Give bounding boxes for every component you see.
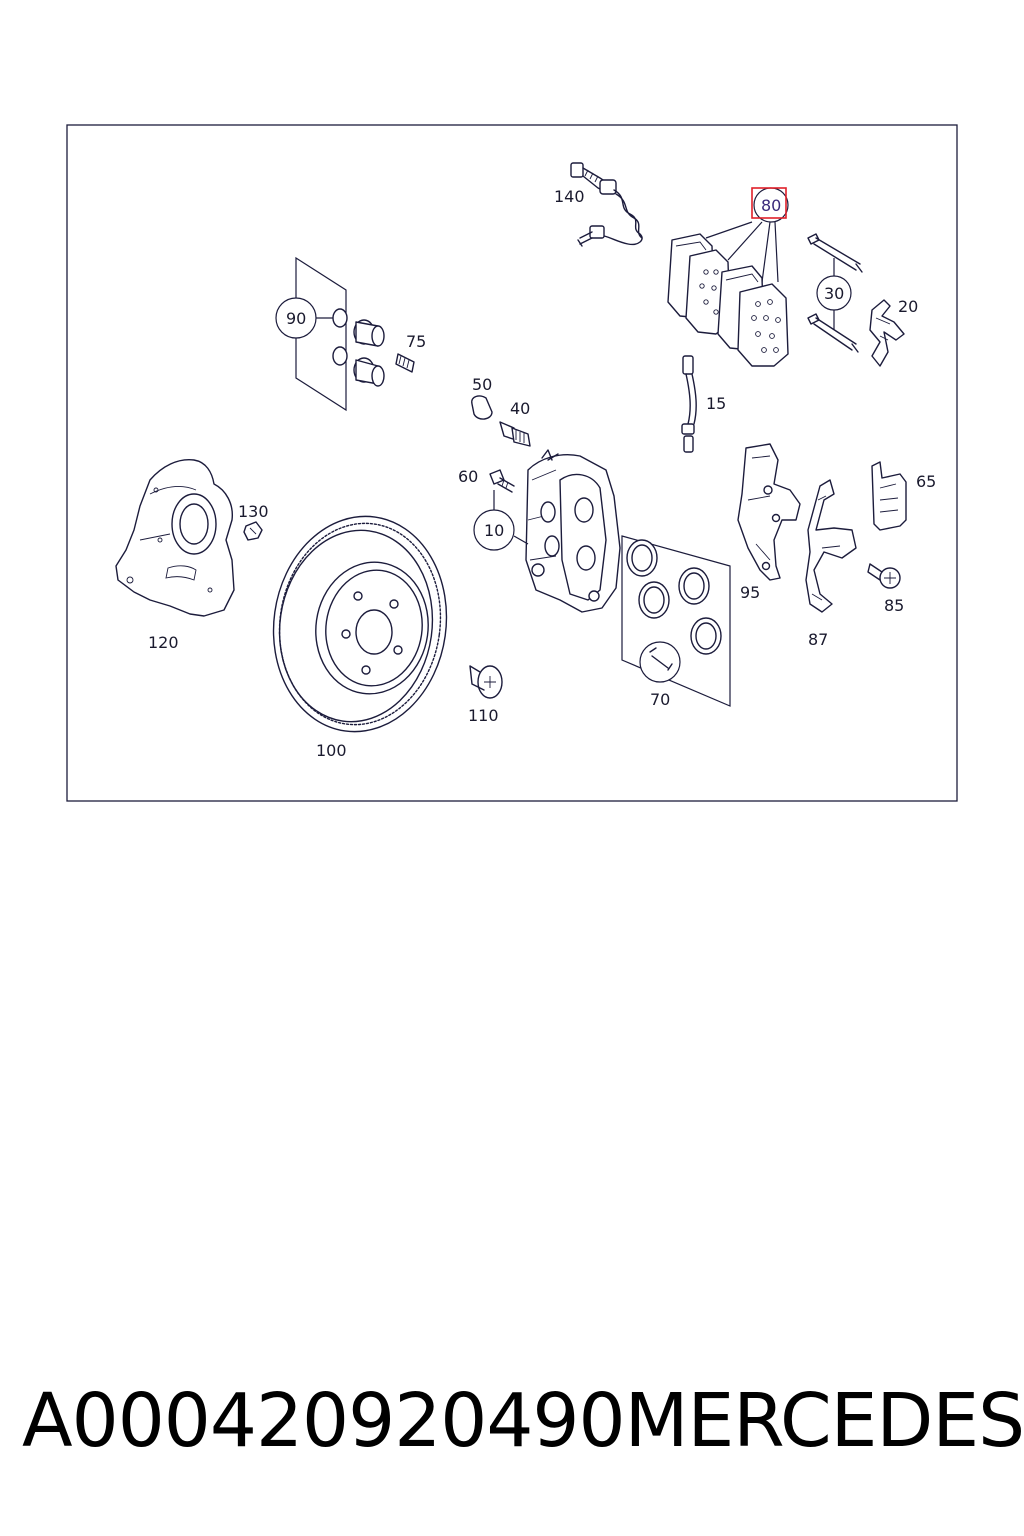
part-65-pad-plate[interactable] bbox=[871, 461, 907, 531]
callout-130: 130 bbox=[238, 502, 269, 521]
part-80-brake-pads[interactable] bbox=[667, 233, 789, 367]
callout-75: 75 bbox=[406, 332, 426, 351]
part-110-bolt[interactable] bbox=[469, 665, 503, 699]
highlight-box bbox=[751, 187, 787, 219]
part-100-brake-disc[interactable] bbox=[260, 505, 460, 743]
callout-10-circle bbox=[473, 509, 515, 551]
part-30-guide-pins[interactable] bbox=[807, 233, 863, 353]
leader-10 bbox=[513, 535, 529, 545]
callout-87: 87 bbox=[808, 630, 828, 649]
part-40-bleeder-valve[interactable] bbox=[499, 421, 531, 447]
callout-40: 40 bbox=[510, 399, 530, 418]
callout-30: 30 bbox=[824, 284, 844, 303]
callout-80-marker[interactable] bbox=[751, 187, 789, 223]
part-75-bleed-screw[interactable] bbox=[395, 353, 415, 373]
callout-60: 60 bbox=[458, 467, 478, 486]
callout-50: 50 bbox=[472, 375, 492, 394]
callout-90: 90 bbox=[286, 309, 306, 328]
callout-10: 10 bbox=[484, 521, 504, 540]
callout-65: 65 bbox=[916, 472, 936, 491]
callout-30-circle bbox=[816, 275, 852, 311]
callout-100: 100 bbox=[316, 741, 347, 760]
part-120-splash-shield[interactable] bbox=[115, 459, 235, 617]
part-90-repair-kit[interactable] bbox=[295, 256, 385, 412]
part-number: A000420920490 bbox=[22, 1378, 626, 1464]
diagram-frame bbox=[66, 124, 958, 802]
part-20-spring-clip[interactable] bbox=[869, 299, 905, 367]
part-140-wear-sensor[interactable] bbox=[570, 162, 643, 247]
part-87-spring[interactable] bbox=[805, 479, 857, 613]
callout-80: 80 bbox=[761, 196, 781, 215]
callout-140: 140 bbox=[554, 187, 585, 206]
callout-110: 110 bbox=[468, 706, 499, 725]
part-10-brake-caliper[interactable] bbox=[525, 449, 621, 613]
part-50-cap[interactable] bbox=[471, 395, 493, 420]
part-85-screw[interactable] bbox=[867, 563, 901, 589]
part-95-bracket[interactable] bbox=[737, 443, 801, 581]
brand-name: MERCEDES bbox=[624, 1378, 1024, 1464]
callout-20: 20 bbox=[898, 297, 918, 316]
part-60-bolt[interactable] bbox=[489, 469, 515, 493]
leader-80 bbox=[705, 221, 779, 283]
part-70-seal-kit[interactable] bbox=[621, 535, 731, 707]
callout-120: 120 bbox=[148, 633, 179, 652]
callout-70: 70 bbox=[650, 690, 670, 709]
callout-15: 15 bbox=[706, 394, 726, 413]
part-130-bolt[interactable] bbox=[243, 521, 263, 541]
callout-85: 85 bbox=[884, 596, 904, 615]
callout-95: 95 bbox=[740, 583, 760, 602]
footer: A000420920490 MERCEDES bbox=[22, 1376, 1024, 1466]
callout-90-circle bbox=[275, 297, 317, 339]
part-15-brake-hose[interactable] bbox=[681, 355, 697, 453]
